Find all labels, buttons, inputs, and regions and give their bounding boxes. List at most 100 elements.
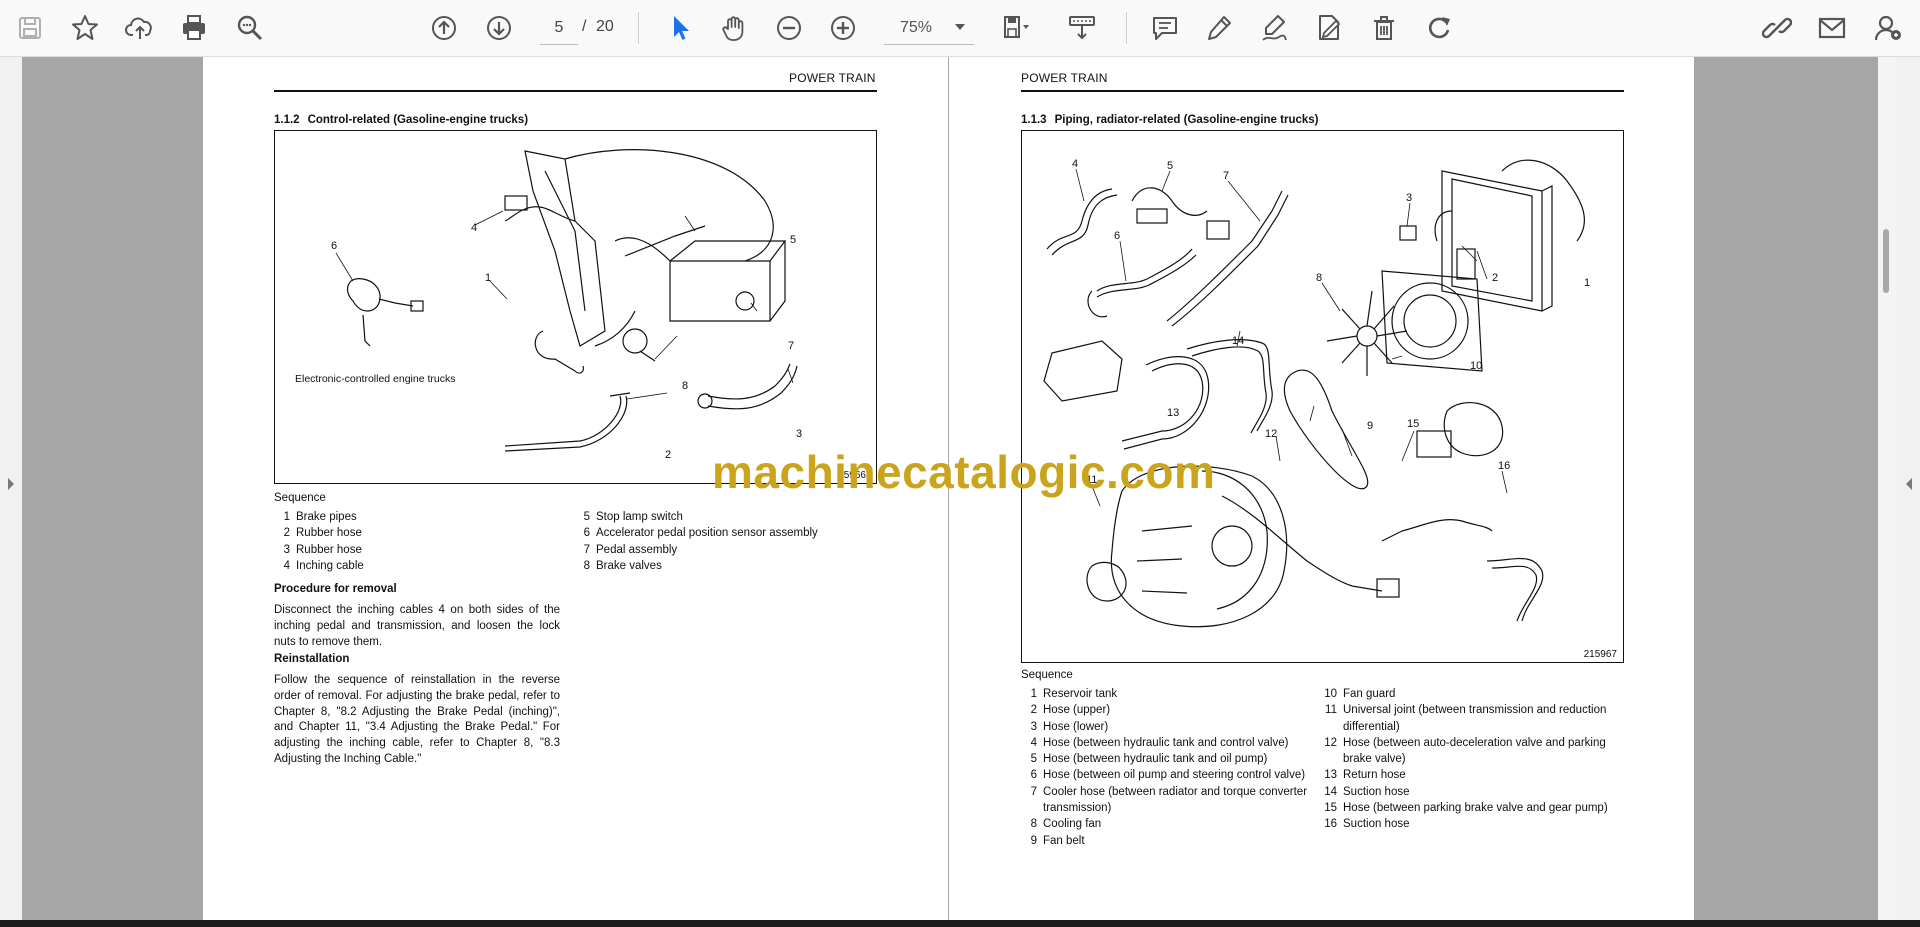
zoom-value: 75% [900, 19, 933, 36]
page-header: POWER TRAIN [789, 71, 876, 85]
left-panel-strip [0, 57, 22, 920]
next-page-icon[interactable] [479, 8, 519, 48]
previous-page-icon[interactable] [424, 8, 464, 48]
sequence-title: Sequence [274, 492, 326, 504]
select-cursor-icon[interactable] [660, 8, 700, 48]
zoom-search-icon[interactable] [230, 8, 270, 48]
callout-2: 2 [665, 449, 671, 461]
callout-2: 2 [1492, 272, 1498, 284]
watermark: machinecatalogic.com [712, 446, 1216, 498]
callout-6: 6 [331, 240, 337, 252]
callout-3: 3 [796, 428, 802, 440]
reinstall-text: Follow the sequence of reinstallation in… [274, 674, 560, 765]
parts-diagram: 6 1 4 5 7 8 3 2 [331, 149, 802, 461]
page-header: POWER TRAIN [1021, 71, 1108, 85]
zoom-in-icon[interactable] [823, 8, 863, 48]
figure-caption: Electronic-controlled engine trucks [295, 373, 456, 385]
callout-8: 8 [682, 380, 688, 392]
expand-left-panel-icon[interactable] [7, 477, 15, 491]
header-rule [1021, 90, 1624, 92]
share-link-icon[interactable] [1757, 8, 1797, 48]
print-icon[interactable] [174, 8, 214, 48]
callout-11: 11 [1086, 474, 1097, 486]
callout-15: 15 [1407, 418, 1419, 430]
page-total: 20 [596, 18, 614, 35]
callout-5: 5 [790, 234, 796, 246]
redo-icon[interactable] [1419, 8, 1459, 48]
callout-9: 9 [1367, 420, 1373, 432]
zoom-select[interactable]: 75% [884, 12, 974, 45]
callout-5: 5 [1167, 160, 1173, 172]
email-icon[interactable] [1812, 8, 1852, 48]
callout-7: 7 [1223, 170, 1229, 182]
scrollbar-thumb[interactable] [1883, 229, 1889, 293]
page-layout-icon[interactable] [996, 8, 1036, 48]
reinstall-heading: Reinstallation [274, 653, 350, 665]
delete-trash-icon[interactable] [1364, 8, 1404, 48]
toolbar-divider [1126, 12, 1127, 44]
save-icon[interactable] [10, 8, 50, 48]
callout-12: 12 [1265, 428, 1277, 440]
taskbar-edge [0, 920, 1920, 927]
page-separator: / [582, 18, 587, 35]
sequence-title: Sequence [1021, 669, 1073, 681]
figure-id: 215967 [1583, 649, 1617, 660]
figure-control-related: 6 1 4 5 7 8 3 2 Electronic-controlled en… [274, 130, 877, 484]
callout-10: 10 [1470, 360, 1482, 372]
highlight-pen-icon[interactable] [1199, 8, 1239, 48]
comment-icon[interactable] [1145, 8, 1185, 48]
hand-pan-icon[interactable] [714, 8, 754, 48]
page-number-input[interactable] [540, 12, 578, 45]
callout-4: 4 [1072, 158, 1078, 170]
bookmark-star-icon[interactable] [65, 8, 105, 48]
callout-14: 14 [1232, 335, 1244, 347]
draw-pen-icon[interactable] [1254, 8, 1294, 48]
expand-right-panel-icon[interactable] [1905, 477, 1913, 491]
toolbar: / 20 75% [0, 0, 1920, 57]
callout-7: 7 [788, 340, 794, 352]
removal-text: Disconnect the inching cables 4 on both … [274, 604, 560, 648]
callout-1: 1 [485, 272, 491, 284]
callout-13: 13 [1167, 407, 1179, 419]
toolbar-divider [638, 12, 639, 44]
zoom-out-icon[interactable] [769, 8, 809, 48]
removal-heading: Procedure for removal [274, 583, 397, 595]
scroll-mode-icon[interactable] [1062, 8, 1102, 48]
upload-cloud-icon[interactable] [120, 8, 160, 48]
callout-6: 6 [1114, 230, 1120, 242]
callout-16: 16 [1498, 460, 1510, 472]
header-rule [274, 90, 877, 92]
chevron-down-icon [955, 24, 965, 30]
parts-diagram: 4 5 6 7 3 2 1 8 14 10 13 9 12 15 16 11 [1043, 158, 1590, 628]
fill-sign-icon[interactable] [1309, 8, 1349, 48]
figure-piping-radiator: 4 5 6 7 3 2 1 8 14 10 13 9 12 15 16 11 2… [1021, 130, 1624, 663]
user-account-icon[interactable] [1868, 8, 1908, 48]
vertical-scrollbar[interactable] [1878, 57, 1896, 920]
